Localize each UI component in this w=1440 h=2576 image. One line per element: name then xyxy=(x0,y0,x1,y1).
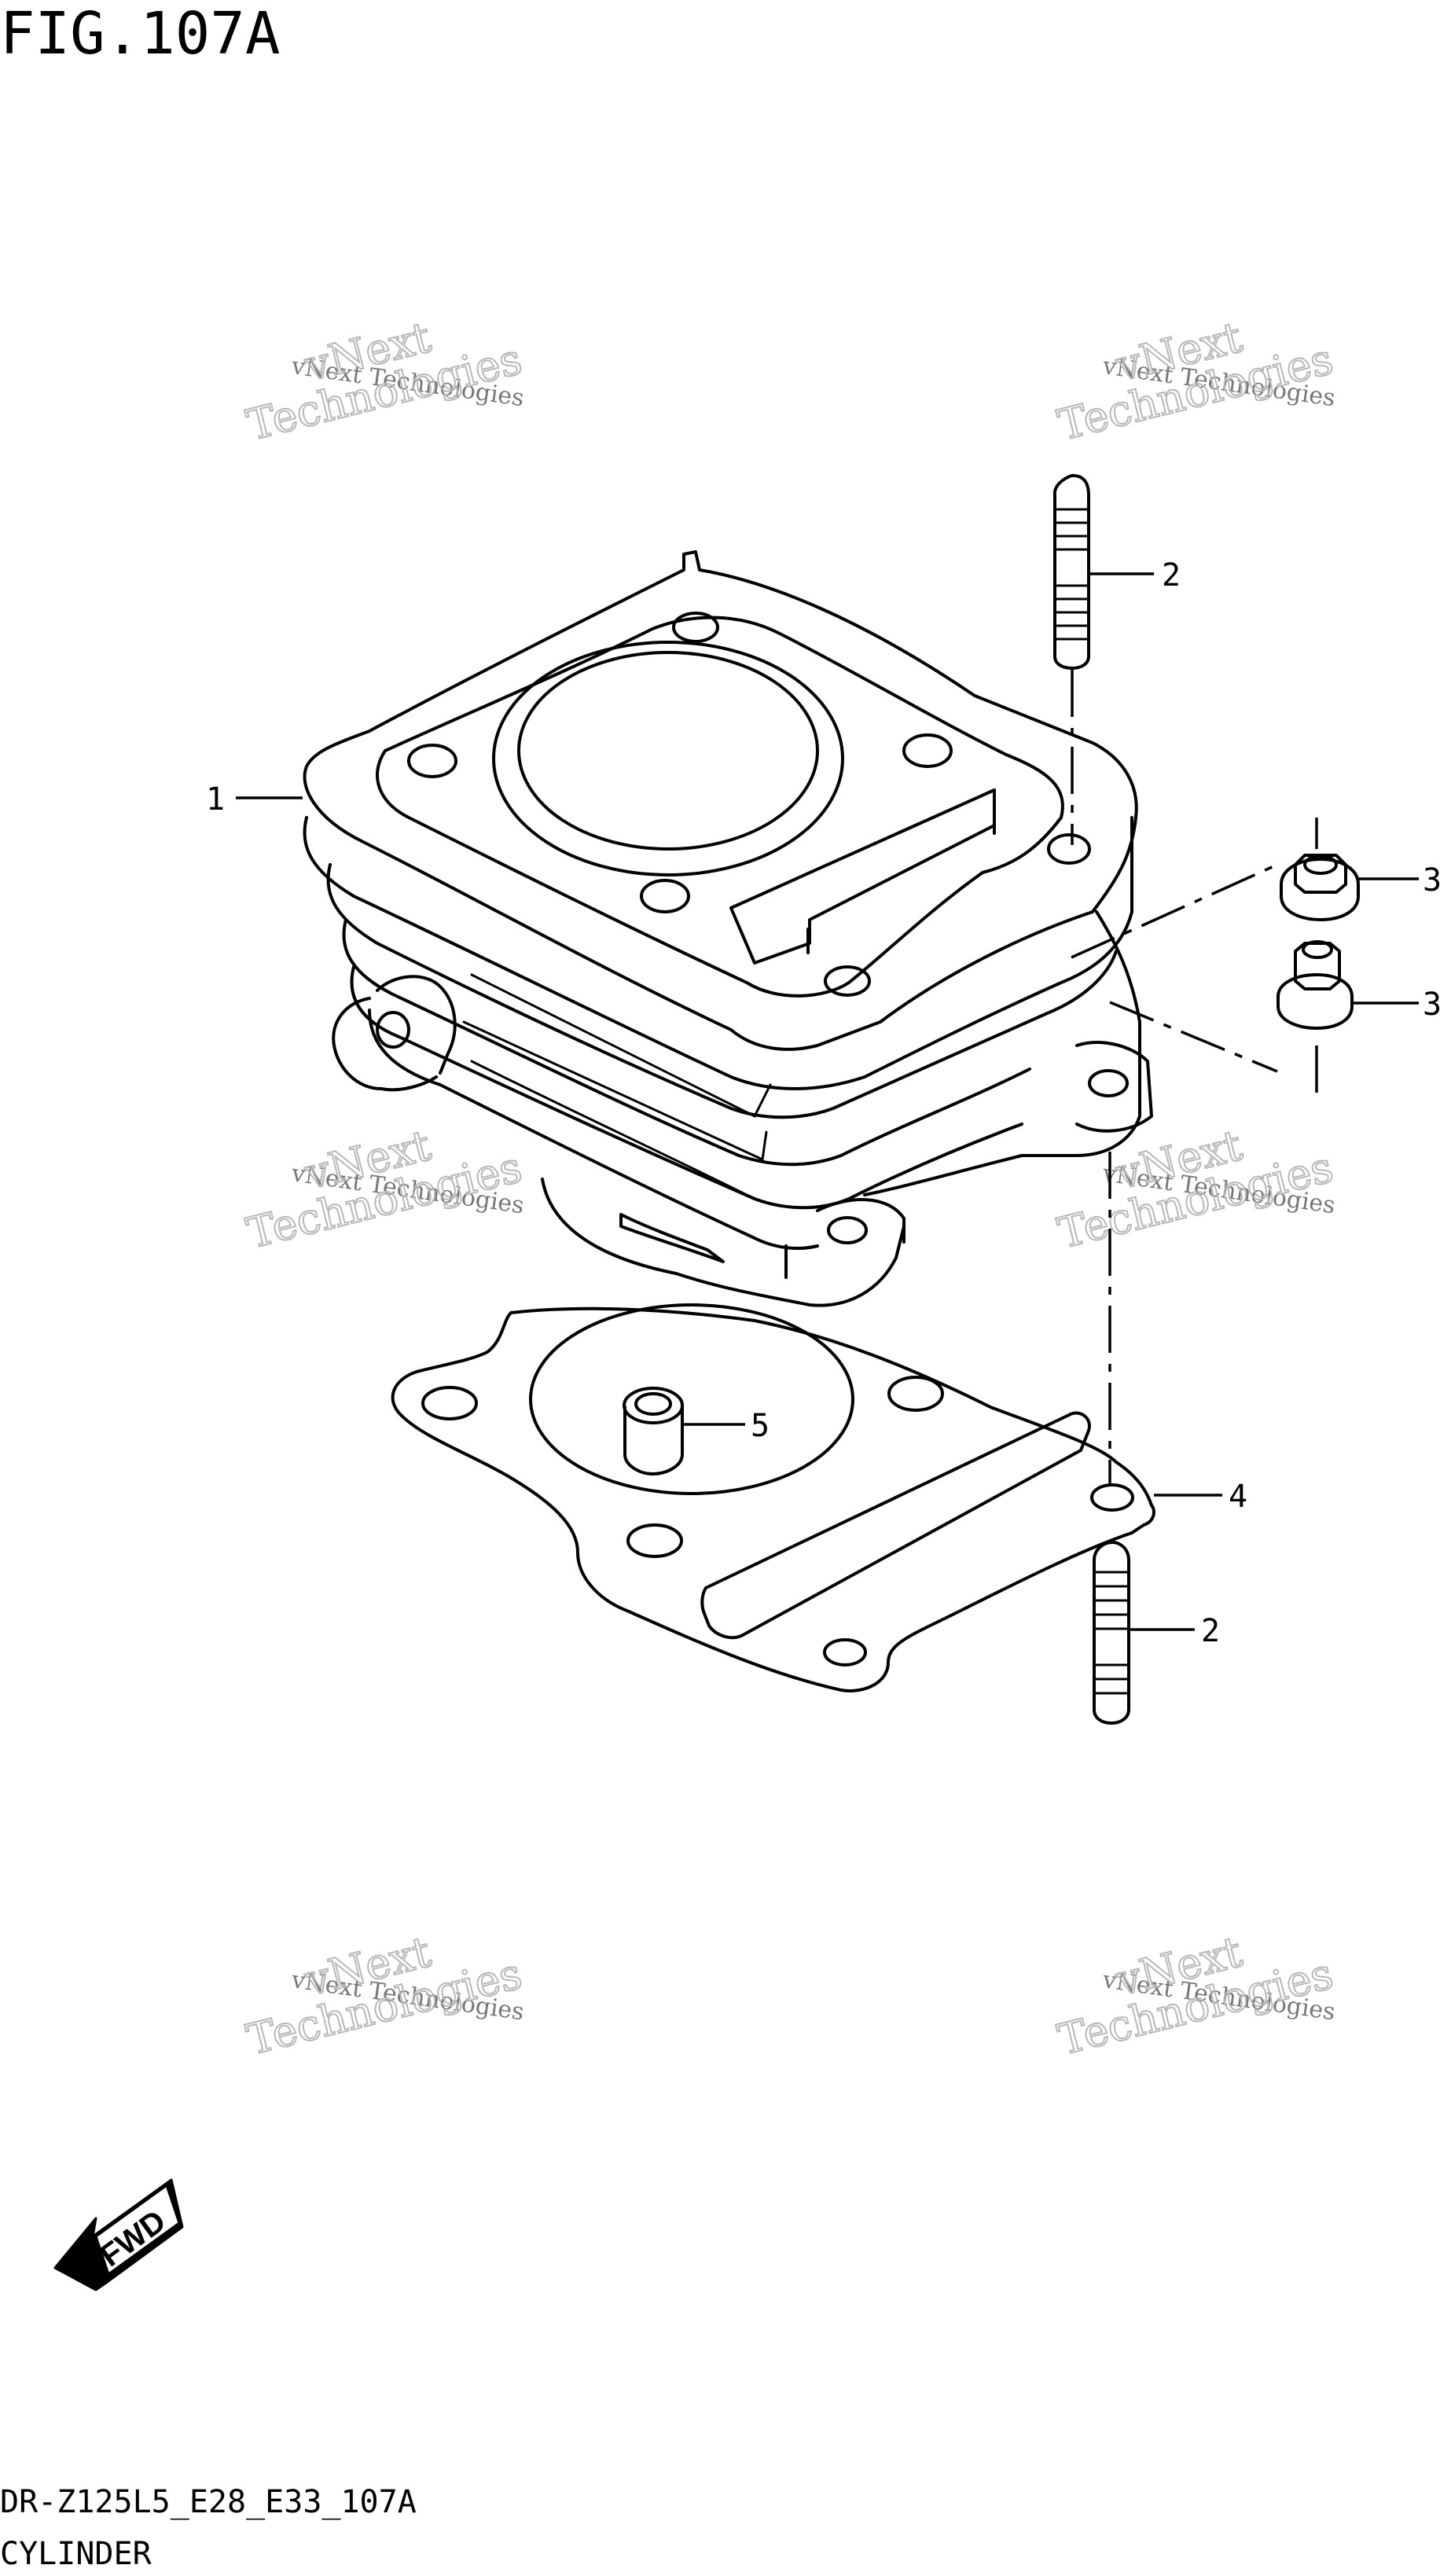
callout-number: 1 xyxy=(206,781,225,818)
deck-stud-hole xyxy=(672,612,719,643)
skirt-slot xyxy=(619,1213,725,1263)
dowel-pin-part xyxy=(623,1387,684,1475)
nut-hole xyxy=(1302,940,1333,959)
assembly-line xyxy=(1071,863,1278,959)
callout-3-upper: 3 xyxy=(1358,862,1440,898)
cooling-fin xyxy=(303,816,1133,1090)
skirt-stud-hole xyxy=(827,1216,868,1244)
deck-stud-hole xyxy=(902,733,953,768)
flange-nut-lower xyxy=(1277,940,1354,1030)
callout-2-lower: 2 xyxy=(1129,1613,1220,1649)
stud-bolt-body xyxy=(1052,474,1090,670)
callout-number: 2 xyxy=(1162,557,1181,593)
callout-1: 1 xyxy=(206,781,303,818)
lug-outline xyxy=(1075,1041,1153,1133)
cooling-fin xyxy=(326,863,1118,1119)
callout-5: 5 xyxy=(682,1408,770,1444)
deck-stud-hole xyxy=(640,879,690,913)
callout-number: 2 xyxy=(1201,1613,1220,1649)
figure-name: CYLINDER xyxy=(0,2536,152,2572)
chain-tunnel xyxy=(729,788,996,965)
figure-code: DR-Z125L5_E28_E33_107A xyxy=(0,2484,417,2520)
dowel-pin-body xyxy=(623,1406,684,1475)
callout-3-lower: 3 xyxy=(1354,987,1440,1023)
assembly-line xyxy=(1109,1001,1278,1073)
base-gasket-hole xyxy=(626,1523,683,1558)
cooling-fin xyxy=(342,918,1031,1167)
base-gasket-chain-cutout xyxy=(700,1411,1091,1640)
base-gasket-hole xyxy=(887,1376,944,1412)
stud-bolt-lower xyxy=(1093,1541,1130,1725)
stud-bolt-body xyxy=(1093,1541,1130,1725)
base-gasket-outline xyxy=(391,1306,1155,1692)
dowel-pin-bore xyxy=(634,1392,672,1416)
base-gasket-part xyxy=(391,1303,1155,1692)
fin-inner-line xyxy=(462,1020,768,1162)
cylinder-bore-outer xyxy=(492,641,844,876)
intake-boss xyxy=(376,1011,410,1049)
cooling-fin xyxy=(368,1009,819,1250)
callout-number: 5 xyxy=(751,1408,770,1444)
intake-spigot xyxy=(332,997,438,1092)
lug-stud-hole xyxy=(1088,1069,1129,1097)
deck-stud-hole xyxy=(1047,833,1091,865)
callout-2-upper: 2 xyxy=(1089,557,1181,593)
cylinder-top-deck xyxy=(303,550,1138,1051)
base-gasket-hole xyxy=(823,1638,867,1666)
deck-stud-hole xyxy=(407,744,457,778)
figure-title: FIG.107A xyxy=(0,0,280,68)
callout-number: 3 xyxy=(1423,987,1440,1023)
cylinder-bore-inner xyxy=(517,651,819,851)
stud-bolt-threads xyxy=(1053,508,1090,641)
callout-number: 3 xyxy=(1423,862,1440,898)
stud-bolt-upper xyxy=(1052,474,1090,670)
nut-hex xyxy=(1294,942,1341,990)
base-gasket-hole xyxy=(1090,1483,1134,1512)
deck-stud-hole xyxy=(824,965,871,997)
skirt-lug xyxy=(784,1198,906,1279)
stud-bolt-threads xyxy=(1093,1571,1130,1695)
cooling-fin xyxy=(350,965,1023,1210)
fin-inner-line xyxy=(470,1060,756,1200)
cylinder-right-wall xyxy=(863,816,1141,1196)
dowel-pin-top xyxy=(623,1387,684,1424)
cylinder-skirt xyxy=(541,1178,906,1307)
fwd-arrow-icon: FWD xyxy=(53,2178,184,2291)
nut-hole xyxy=(1303,854,1338,875)
cylinder-part xyxy=(303,550,1153,1307)
callout-4: 4 xyxy=(1154,1479,1247,1515)
callout-number: 4 xyxy=(1229,1479,1247,1515)
assembly-lines xyxy=(1071,670,1318,1486)
base-gasket-bore xyxy=(529,1303,854,1495)
fin-inner-line xyxy=(470,973,772,1119)
flange-nut-upper xyxy=(1280,854,1360,921)
intake-flange xyxy=(376,975,457,1075)
base-gasket-hole xyxy=(421,1386,478,1420)
nut-flange xyxy=(1277,973,1354,1030)
